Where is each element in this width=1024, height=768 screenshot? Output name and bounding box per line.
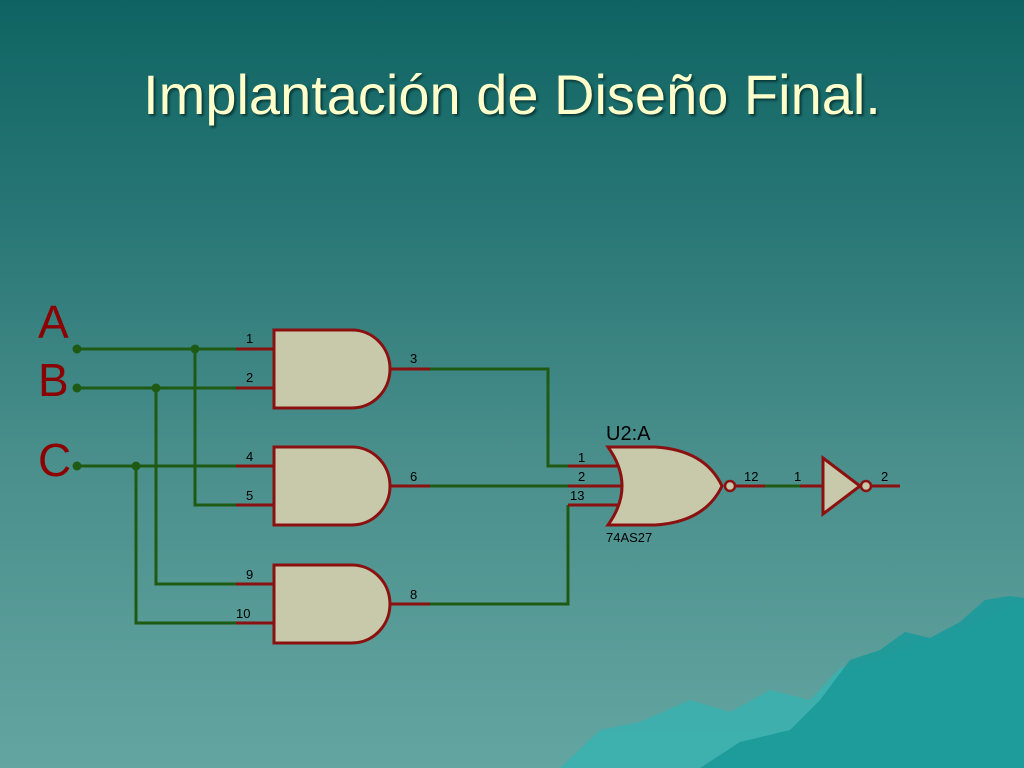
pin-number: 2 (881, 469, 888, 484)
nor-gate: U2:A 74AS27 1 2 13 12 (568, 423, 765, 545)
wire-gate3-to-nor (430, 505, 570, 606)
pin-number: 3 (410, 351, 417, 366)
pin-number: 8 (410, 587, 417, 602)
pin-number: 4 (246, 449, 253, 464)
wire-a-to-gate2 (193, 349, 236, 507)
pin-number: 5 (246, 488, 253, 503)
and-gate-2: 4 5 6 (236, 445, 430, 527)
input-label-c: C (38, 434, 71, 486)
part-number: 74AS27 (606, 530, 652, 545)
and-gate-3: 9 10 8 (236, 563, 430, 645)
pin-number: 1 (794, 469, 801, 484)
terminal-node-b (72, 383, 82, 393)
pin-number: 6 (410, 469, 417, 484)
pin-number: 1 (578, 450, 585, 465)
pin-number: 10 (236, 606, 250, 621)
input-label-b: B (38, 354, 69, 406)
inverter-gate: 1 2 (794, 454, 900, 518)
junction-node-b (151, 383, 161, 393)
nor-output-bubble (723, 479, 737, 493)
inverter-output-bubble (859, 479, 873, 493)
input-label-a: A (38, 296, 69, 348)
wire-gate1-to-nor (430, 367, 568, 468)
pin-number: 13 (570, 488, 584, 503)
pin-number: 12 (744, 469, 758, 484)
component-reference: U2:A (606, 423, 651, 445)
pin-number: 2 (246, 370, 253, 385)
terminal-node-a (72, 344, 82, 354)
terminal-node-c (72, 461, 82, 471)
pin-number: 2 (578, 469, 585, 484)
junction-node-a (190, 344, 200, 354)
slide-title: Implantación de Diseño Final. (143, 63, 881, 126)
decorative-mountains (560, 596, 1024, 768)
wire-c-to-gate3 (134, 466, 236, 625)
pin-number: 1 (246, 331, 253, 346)
junction-node-c (131, 461, 141, 471)
wire-b-to-gate3 (154, 388, 236, 586)
pin-number: 9 (246, 567, 253, 582)
junctions (72, 344, 200, 471)
and-gate-1: 1 2 3 (236, 328, 430, 410)
